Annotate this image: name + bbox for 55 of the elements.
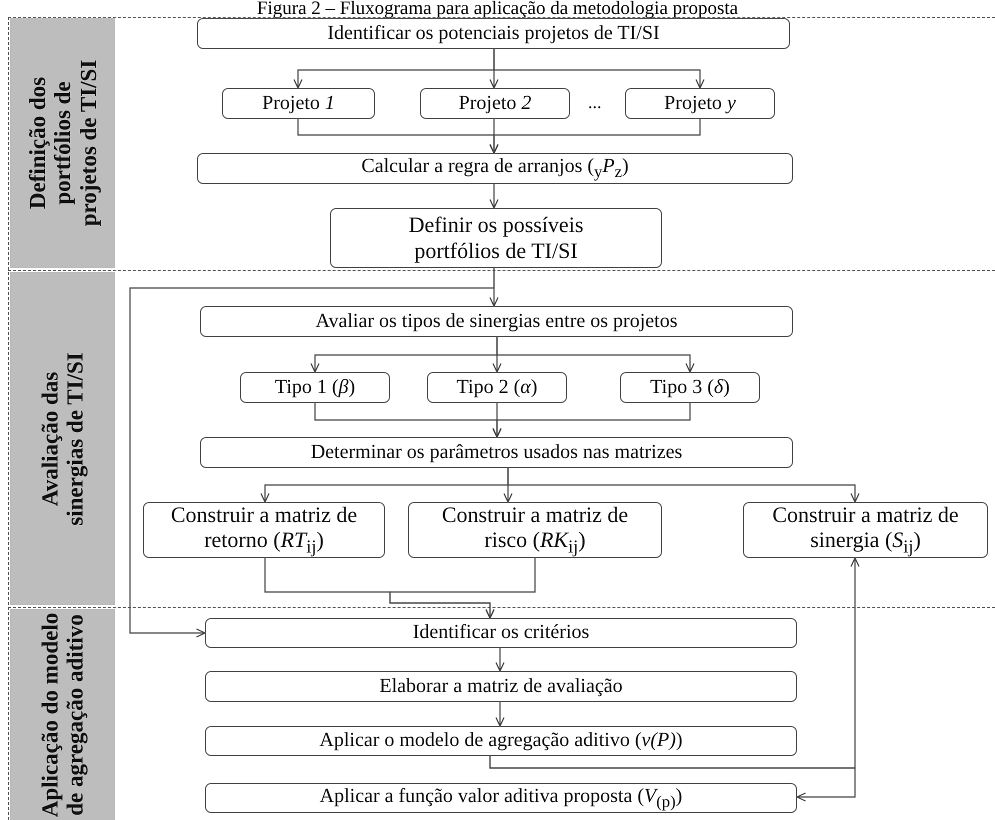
process-box — [205, 783, 797, 813]
process-text: Avaliar os tipos de sinergias entre os projetos — [316, 310, 678, 334]
process-box — [330, 208, 662, 268]
process-box — [200, 306, 793, 337]
arrow — [507, 468, 860, 503]
arrow — [493, 49, 705, 89]
process-box — [205, 671, 797, 702]
process-box — [222, 88, 375, 119]
process-text: Elaborar a matriz de avaliação — [379, 674, 623, 698]
process-box — [625, 88, 775, 119]
arrow — [496, 337, 695, 373]
process-text: Aplicar a função valor aditiva proposta (V$_{(p)}$) — [320, 784, 682, 812]
figure-title: Figura 2 – Fluxograma para aplicação da metodologia proposta — [256, 0, 740, 18]
process-text: Identificar os potenciais projetos de TI/SI — [327, 22, 660, 46]
process-text: Projeto 2 — [458, 92, 532, 116]
process-box — [427, 372, 567, 403]
section-band — [10, 609, 115, 820]
arrow — [489, 184, 499, 209]
arrow — [489, 119, 701, 154]
process-box — [143, 502, 385, 558]
process-text: Projeto y — [664, 92, 736, 116]
section-band — [10, 272, 115, 605]
process-box — [197, 153, 793, 184]
process-box — [240, 372, 390, 403]
process-box — [620, 372, 760, 403]
process-text: Determinar os parâmetros usados nas matrizes — [310, 440, 682, 464]
arrow — [495, 648, 505, 672]
process-text: Calcular a regra de arranjos ($_{y}$P$_{z}$) — [361, 155, 629, 182]
process-text: Tipo 1 (β) — [274, 376, 356, 400]
arrow — [389, 558, 536, 619]
process-box — [205, 618, 797, 648]
section-band — [10, 18, 115, 268]
process-text: Definir os possíveis portfólios de TI/SI — [408, 212, 584, 264]
process-box — [743, 502, 988, 558]
process-text: Tipo 2 (α) — [456, 376, 538, 400]
arrow — [489, 756, 856, 802]
arrow — [492, 403, 691, 438]
process-text: Construir a matriz de retorno (RT$_{ij}$) — [170, 502, 358, 558]
section-heading: Avaliação das sinergias de TI/SI — [37, 350, 88, 528]
process-box — [200, 437, 793, 468]
process-box — [205, 726, 797, 756]
process-box — [420, 88, 570, 119]
section-heading: Aplicação do modelo de agregação aditivo — [37, 612, 88, 817]
process-text: Identificar os critérios — [412, 621, 590, 645]
process-box — [197, 18, 790, 49]
ellipsis-label: ... — [588, 92, 602, 113]
arrow — [129, 268, 495, 638]
process-text: Construir a matriz de risco (RK$_{ij}$) — [440, 502, 630, 558]
process-box — [408, 502, 662, 558]
section-heading: Definição dos portfólios de projetos de TI/SI — [24, 58, 100, 228]
arrow — [495, 702, 505, 727]
process-text: Construir a matriz de sinergia (S$_{ij}$) — [771, 502, 960, 558]
process-text: Aplicar o modelo de agregação aditivo (v(P)) — [319, 729, 683, 753]
process-text: Tipo 3 (δ) — [650, 376, 730, 400]
process-text: Projeto 1 — [262, 92, 335, 116]
